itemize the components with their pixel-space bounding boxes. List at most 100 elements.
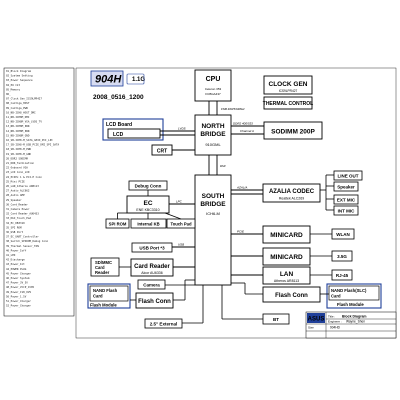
sheet-index-item: 19_SB-ICH8-M_GND (6, 152, 31, 156)
bus-azalia: AZALIA (236, 186, 247, 190)
cpu-title: CPU (206, 76, 221, 83)
sheet-index-item: 16_SB-ICH8-M_SATA_GPIO_PCI_LPC (6, 138, 53, 142)
sheet-index-item: 08_Cantiga_HOST (6, 101, 30, 105)
page-frame (75, 67, 397, 339)
flash-module-left-frame (87, 283, 131, 309)
nb-line2: BRIDGE (200, 131, 226, 138)
bus-pcie: PCIE (237, 230, 245, 234)
flash-module-right-frame (326, 283, 382, 309)
touch-pad-label: Touch Pad (170, 222, 192, 227)
nand-right-line2: Card (331, 294, 341, 299)
sb-part: ICH6-M (206, 211, 220, 216)
sdmmc-line1: SD/MMC (95, 260, 112, 265)
minicard2-block (262, 247, 311, 266)
size-field-label: Size (308, 326, 314, 330)
line-out-label: LINE OUT (338, 174, 359, 179)
sheet-index-item: 28_Audio AMP (6, 193, 25, 197)
lan-part: Atheros AR8113 (274, 279, 299, 283)
sheet-index-item: 24_PCIEx 1 & PCI-E Conn (6, 175, 42, 179)
sheet-index-item: 17_SB-ICH8-M_USB_PCIE_DMI_SPI_SATA (6, 143, 60, 147)
engineer-field-label: Engineer : (328, 320, 342, 324)
lcd-label: LCD (113, 132, 124, 138)
sheet-index-item: 04_PU Ckt (6, 83, 20, 87)
usb-port-label: USB Port *3 (139, 246, 165, 251)
internal-kb-block (130, 218, 167, 229)
sheet-index-item: 14_NB-ICH8M_PWR (6, 129, 30, 133)
sheet-index-item: 36_USB Port (6, 230, 24, 234)
flash-conn-left-label: Flash Conn (138, 299, 171, 305)
bus-fsb: FSB 400/533MHz (221, 107, 245, 111)
date-label: 2008_0516_1200 (93, 94, 144, 101)
minicard1-block (262, 225, 311, 244)
ec-title: EC (143, 200, 152, 207)
ext-mic-label: EXT MIC (337, 198, 356, 203)
engineer-field-value: Wayne_Shen (346, 320, 365, 324)
sheet-index-item: 45_Power Charger (6, 271, 31, 275)
minicard2-label: MINICARD (270, 254, 303, 261)
nand-right-block (328, 285, 380, 301)
sdmmc-line2: Card (95, 265, 105, 270)
bt-label: BT (273, 317, 279, 322)
speaker-block (333, 181, 359, 192)
speaker-label: Speaker (337, 185, 355, 190)
card-reader-part: Alcor AU6336 (141, 271, 162, 275)
sheet-index-item: 21_DDR_Termination (6, 161, 35, 165)
sheet-index-item: 05_Memory (6, 87, 20, 91)
sb-line1: SOUTH (202, 193, 225, 200)
card-reader-title: Card Reader (134, 264, 170, 270)
clock-gen-block (263, 75, 313, 95)
ext-25-label: 2.5" External (150, 322, 177, 327)
g35-label: 3.5G (337, 254, 347, 259)
clock-gen-part: ICS9LPR427 (279, 89, 298, 93)
model-box (90, 70, 124, 87)
sdmmc-line3: Reader (95, 270, 110, 275)
sheet-index-frame (3, 67, 75, 317)
nand-right-line1: NAND Flash(SLC) (331, 288, 367, 293)
sheet-index-item: 39_Thermal Sensor_FAN (6, 244, 39, 248)
nand-left-line2: Card (93, 294, 103, 299)
sheet-index-item: 49_Power_1V8_0V9 (6, 290, 31, 294)
flash-conn-right-label: Flash Conn (275, 293, 308, 299)
sheet-index-item: 38_Switch_SPIROM_Debug Conn (6, 239, 49, 243)
lcd-board-frame (102, 118, 164, 141)
revision-box (126, 73, 145, 85)
minicard1-label: MINICARD (270, 232, 303, 239)
sheet-index-item: 10_NB-ICH8_HOST_DMI (6, 110, 36, 114)
sheet-index-item: 03_Power Sequence (6, 78, 33, 82)
sheet-index-item: 48_Power_VCCP_1V05 (6, 285, 35, 289)
cpu-sub2: FCBGA437 (205, 92, 221, 96)
bus-lvds: LVDS (178, 127, 186, 131)
bus-ddr2: DDR2 400/533 (233, 122, 253, 126)
spi-rom-label: SPI ROM (109, 222, 127, 227)
sheet-index-item: 25_Mini PCIE (6, 179, 25, 183)
lcd-board-label: LCD Board (106, 122, 132, 128)
debug-conn-label: Debug Conn (135, 184, 162, 189)
sheet-index-item: 22_Onboard VGA (6, 166, 28, 170)
title-block: ASUS Title : Block Diagram Engineer : Wa… (305, 311, 397, 339)
nand-left-line1: NAND Flash (93, 288, 118, 293)
sheet-index-item: 09_Cantiga_PWR (6, 106, 28, 110)
lan-block (262, 266, 311, 285)
wlan-label: WLAN (336, 232, 350, 237)
title-field-label: Title : (328, 315, 335, 319)
sheet-index-item: 52_Power_Charger (6, 304, 31, 308)
usb-port-block (131, 242, 173, 253)
sodimm-block (263, 121, 323, 140)
clock-gen-title: CLOCK GEN (269, 81, 308, 88)
sheet-index-item: 37_EC_UART_Controller (6, 235, 39, 239)
ext-mic-block (333, 194, 359, 205)
thermal-block (263, 96, 313, 110)
sodimm-label: SODIMM 200P (271, 129, 315, 136)
bus-dmi: DMI (220, 164, 226, 168)
company-logo (307, 313, 325, 323)
sheet-index-item: 47_Power_3V_5V (6, 281, 28, 285)
flash-module-left-label: Flash Module (90, 303, 117, 308)
sheet-index-item: 42_Discharge (6, 258, 25, 262)
sheet-index-item: 12_NB-ICH8M_VGA_LVDS_TV (6, 120, 42, 124)
sheet-index-item: 26_LAN_Atheros AR8113 (6, 184, 39, 188)
azalia-part: Realtek ALC269 (279, 197, 304, 201)
sheet-index-item: 34_EC_KB3310 (6, 221, 25, 225)
bus-lpc: LPC (176, 200, 183, 204)
sb-line2: BRIDGE (200, 201, 226, 208)
